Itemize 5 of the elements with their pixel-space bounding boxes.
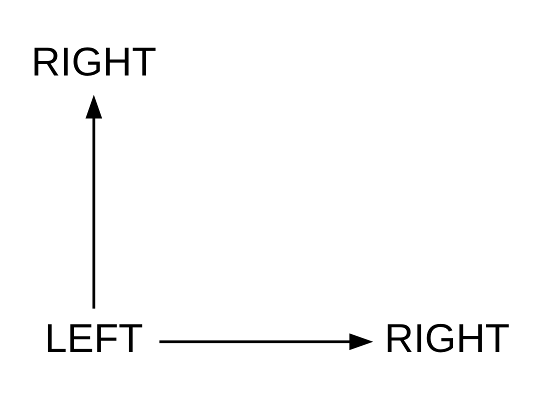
- arrow: [86, 94, 102, 308]
- node-text: LEFT: [44, 315, 144, 360]
- node-text: RIGHT: [384, 315, 510, 360]
- arrow: [159, 332, 374, 350]
- node-text: RIGHT: [31, 39, 156, 84]
